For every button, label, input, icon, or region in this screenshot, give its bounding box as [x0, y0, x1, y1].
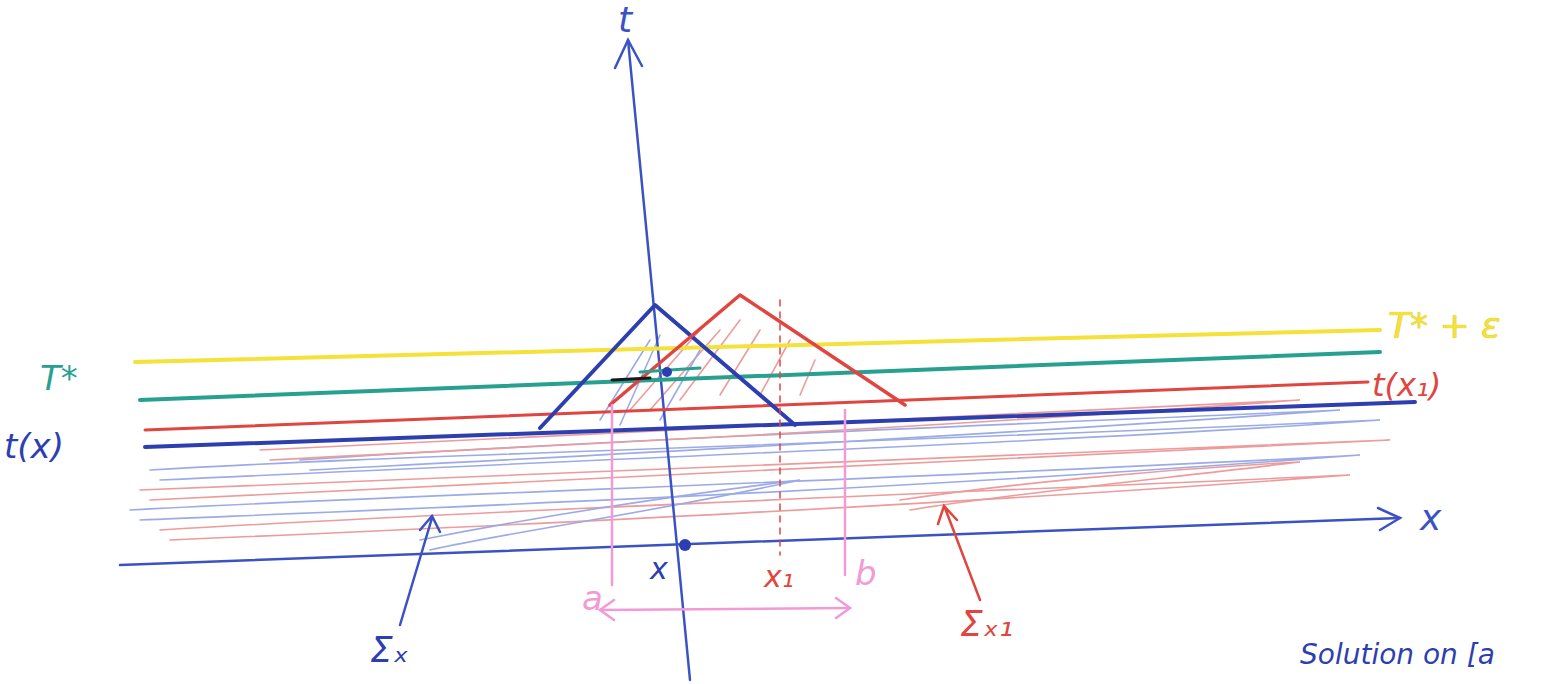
axis-label: x	[1420, 498, 1441, 538]
time-levels	[135, 330, 1415, 447]
interval-end: b	[855, 555, 877, 592]
surface-label: Σₓ	[370, 630, 409, 670]
level-label: T* + ε	[1388, 306, 1501, 346]
level-label: t(x)	[4, 428, 64, 465]
surface-label: Σₓ₁	[960, 604, 1013, 644]
level-label: T*	[40, 360, 78, 397]
note: Solution on [a	[1300, 640, 1495, 671]
level-label: t(x₁)	[1372, 368, 1441, 403]
interval-end: a	[582, 580, 603, 617]
point-label: x	[650, 552, 668, 585]
point-label: x₁	[764, 560, 794, 593]
cones	[540, 295, 905, 428]
hatching	[130, 320, 1390, 550]
axes	[120, 40, 1400, 680]
interval	[600, 300, 850, 620]
axis-label: t	[618, 0, 632, 40]
pointers	[400, 506, 980, 625]
